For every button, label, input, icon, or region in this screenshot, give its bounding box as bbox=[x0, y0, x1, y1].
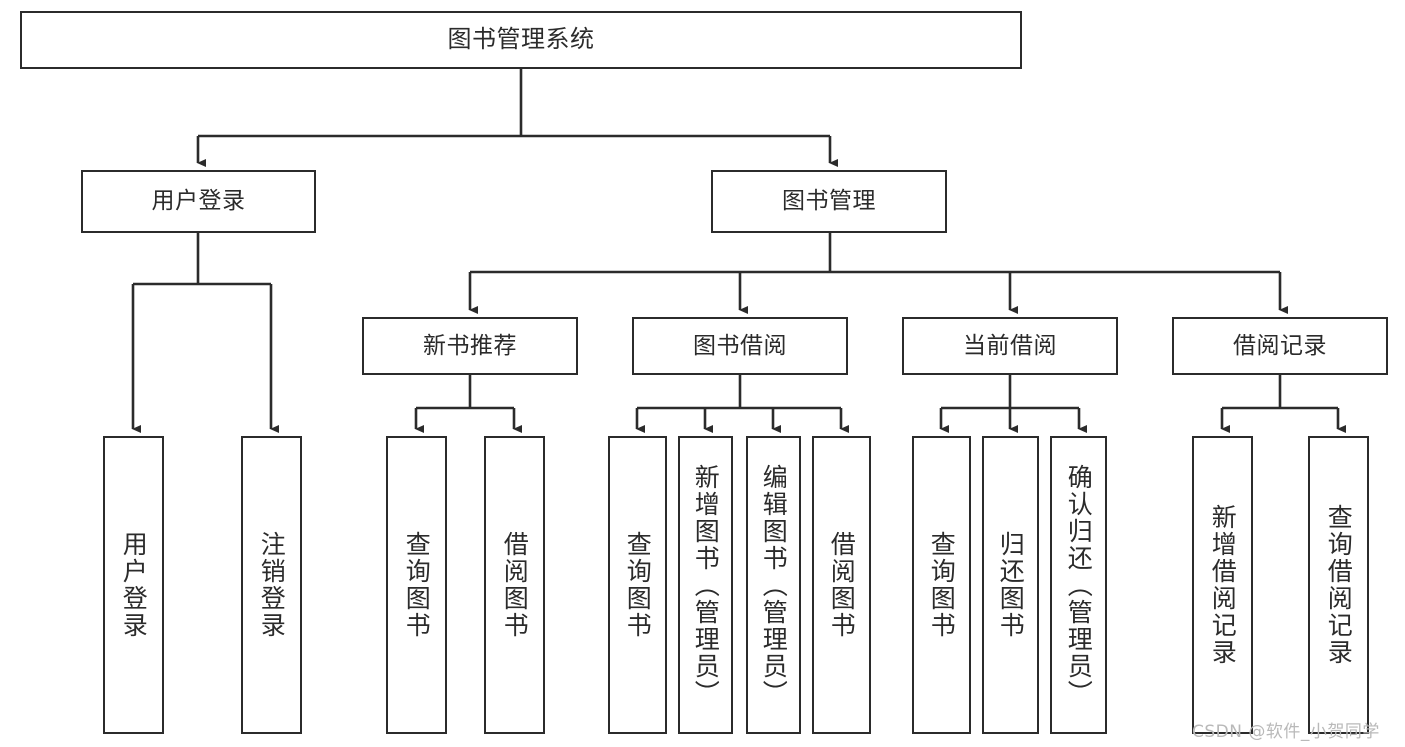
node-label: 查询借阅记录 bbox=[1324, 504, 1354, 666]
leaf-borrow-book[interactable]: 借阅图书 bbox=[812, 436, 871, 734]
node-current-borrowing[interactable]: 当前借阅 bbox=[902, 317, 1118, 375]
node-label: 新书推荐 bbox=[423, 332, 517, 359]
node-label: 借阅图书 bbox=[827, 531, 857, 639]
leaf-borrow-book-recommend[interactable]: 借阅图书 bbox=[484, 436, 545, 734]
node-book-management[interactable]: 图书管理 bbox=[711, 170, 947, 233]
leaf-query-borrow-record[interactable]: 查询借阅记录 bbox=[1308, 436, 1369, 734]
leaf-add-book-admin[interactable]: 新增图书（管理员） bbox=[678, 436, 733, 734]
node-book-management-system[interactable]: 图书管理系统 bbox=[20, 11, 1022, 69]
leaf-query-book-current[interactable]: 查询图书 bbox=[912, 436, 971, 734]
node-user-login[interactable]: 用户登录 bbox=[81, 170, 316, 233]
node-label: 借阅记录 bbox=[1233, 332, 1327, 359]
node-label: 当前借阅 bbox=[963, 332, 1057, 359]
node-label: 图书借阅 bbox=[693, 332, 787, 359]
node-book-borrowing[interactable]: 图书借阅 bbox=[632, 317, 848, 375]
node-label: 查询图书 bbox=[927, 531, 957, 639]
node-label: 归还图书 bbox=[996, 531, 1026, 639]
node-label: 查询图书 bbox=[402, 531, 432, 639]
leaf-edit-book-admin[interactable]: 编辑图书（管理员） bbox=[746, 436, 801, 734]
leaf-return-book[interactable]: 归还图书 bbox=[982, 436, 1039, 734]
node-label: 新增图书（管理员） bbox=[691, 463, 721, 707]
leaf-query-book-borrow[interactable]: 查询图书 bbox=[608, 436, 667, 734]
node-borrowing-record[interactable]: 借阅记录 bbox=[1172, 317, 1388, 375]
leaf-query-book-recommend[interactable]: 查询图书 bbox=[386, 436, 447, 734]
csdn-watermark: CSDN @软件_小贺同学 bbox=[1192, 722, 1380, 742]
node-label: 确认归还（管理员） bbox=[1064, 463, 1094, 707]
leaf-confirm-return-admin[interactable]: 确认归还（管理员） bbox=[1050, 436, 1107, 734]
node-label: 用户登录 bbox=[151, 188, 246, 215]
leaf-add-borrow-record[interactable]: 新增借阅记录 bbox=[1192, 436, 1253, 734]
node-label: 图书管理 bbox=[782, 188, 876, 215]
node-label: 新增借阅记录 bbox=[1208, 504, 1238, 666]
node-label: 图书管理系统 bbox=[447, 25, 595, 54]
leaf-logout[interactable]: 注销登录 bbox=[241, 436, 302, 734]
node-label: 用户登录 bbox=[119, 531, 149, 639]
node-label: 借阅图书 bbox=[500, 531, 530, 639]
node-new-book-recommendation[interactable]: 新书推荐 bbox=[362, 317, 578, 375]
node-label: 查询图书 bbox=[623, 531, 653, 639]
leaf-user-login[interactable]: 用户登录 bbox=[103, 436, 164, 734]
node-label: 注销登录 bbox=[257, 531, 287, 639]
node-label: 编辑图书（管理员） bbox=[759, 463, 789, 707]
